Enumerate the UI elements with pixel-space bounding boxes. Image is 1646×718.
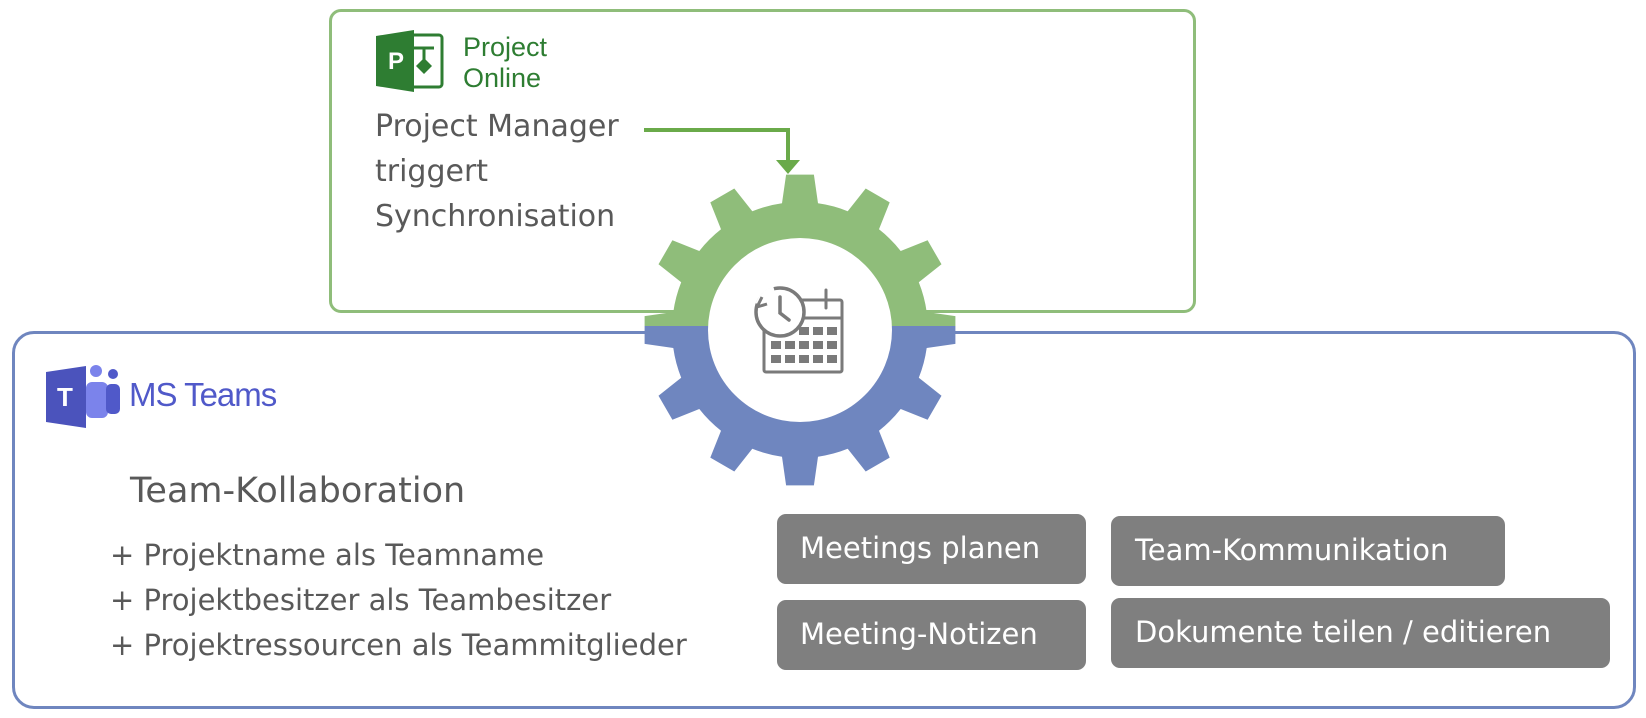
project-online-logo-icon: P (376, 30, 444, 92)
collaboration-title: Team-Kollaboration (130, 471, 466, 511)
feature-meeting-notizen: Meeting-Notizen (777, 600, 1086, 670)
calendar-sync-icon (754, 286, 844, 374)
feature-dokumente-teilen: Dokumente teilen / editieren (1111, 598, 1610, 668)
ms-teams-logo-icon: T (46, 365, 120, 428)
bullet-item: + Projektname als Teamname (110, 538, 545, 572)
trigger-arrow (644, 128, 800, 174)
sync-gear (644, 174, 956, 486)
trigger-text-line3: Synchronisation (375, 199, 616, 234)
trigger-text-line2: triggert (375, 154, 489, 189)
trigger-text-line1: Project Manager (375, 109, 619, 144)
teams-logo-letter: T (57, 382, 73, 412)
project-online-name-line1: Project (463, 32, 548, 62)
project-logo-letter: P (388, 48, 404, 75)
feature-team-kommunikation: Team-Kommunikation (1111, 516, 1505, 586)
ms-teams-name: MS Teams (129, 376, 277, 413)
feature-meetings-planen: Meetings planen (777, 514, 1086, 584)
project-online-name-line2: Online (463, 63, 542, 93)
bullet-item: + Projektbesitzer als Teambesitzer (110, 583, 612, 617)
bullet-item: + Projektressourcen als Teammitglieder (110, 628, 687, 662)
